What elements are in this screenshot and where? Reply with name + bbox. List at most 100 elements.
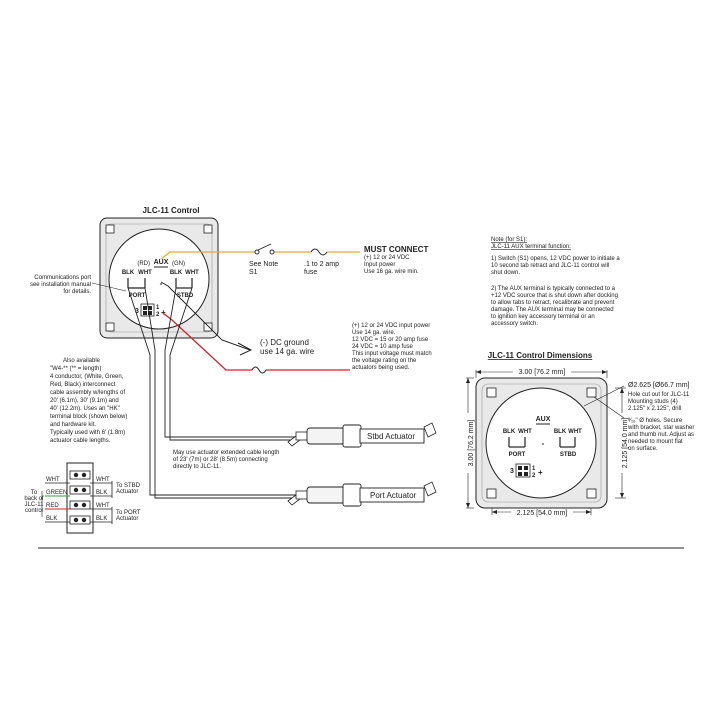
control-title: JLC-11 Control xyxy=(143,206,200,215)
svg-text:BLK: BLK xyxy=(96,490,107,496)
svg-text:4 conductor, (White, Green,: 4 conductor, (White, Green, xyxy=(50,374,124,380)
svg-text:RED: RED xyxy=(46,503,59,509)
power-wire xyxy=(162,312,350,371)
fuse-2-symbol xyxy=(251,366,267,374)
must-connect-title: MUST CONNECT xyxy=(364,245,429,254)
svg-text:12 VDC = 15 or 20 amp fuse: 12 VDC = 15 or 20 amp fuse xyxy=(352,337,429,343)
comm-port-note: Communications port see installation man… xyxy=(30,275,127,295)
dim-width: 3.00 [76.2 mm] xyxy=(519,369,566,376)
svg-text:May use actuator extended cabl: May use actuator extended cable length xyxy=(173,450,279,456)
aux-wire xyxy=(160,251,360,260)
svg-text:actuator cable lengths.: actuator cable lengths. xyxy=(50,438,111,444)
svg-text:1) Switch (S1) opens, 12 VDC p: 1) Switch (S1) opens, 12 VDC power to in… xyxy=(491,256,620,262)
dimension-panel: AUX BLK WHT BLK WHT - PORT STBD 3 1 2 + xyxy=(475,377,608,509)
svg-text:-: - xyxy=(542,439,545,448)
ground-arrow xyxy=(237,342,253,356)
svg-text:for details.: for details. xyxy=(63,289,91,295)
must-connect-line-2: Input power xyxy=(364,262,395,268)
control-panel: AUX (RD) (GN) BLK WHT BLK WHT - PORT STB… xyxy=(99,217,219,339)
dim-inner-height: 2.125 [54.0 mm] xyxy=(622,418,629,469)
mounting-holes xyxy=(105,224,213,332)
dc-ground-line-2: use 14 ga. wire xyxy=(260,347,315,356)
blk-right-label: BLK xyxy=(170,270,183,276)
svg-text:accessory switch.: accessory switch. xyxy=(491,321,538,327)
wht-right-label: WHT xyxy=(185,270,199,276)
svg-text:the voltage rating on the: the voltage rating on the xyxy=(352,358,417,364)
svg-text:1: 1 xyxy=(532,466,536,472)
svg-text:To PORT: To PORT xyxy=(116,510,141,516)
port-actuator-label: Port Actuator xyxy=(370,491,417,500)
fuse-1-label-2: fuse xyxy=(304,269,317,276)
svg-text:JLC-11 AUX terminal function:: JLC-11 AUX terminal function: xyxy=(491,244,571,250)
switch-label-1: See Note xyxy=(249,261,278,268)
svg-text:10 second tab retract and JLC-: 10 second tab retract and JLC-11 control… xyxy=(491,263,609,269)
svg-text:with bracket, star washer: with bracket, star washer xyxy=(627,425,694,431)
svg-text:directly to JLC-11.: directly to JLC-11. xyxy=(173,464,221,470)
dim-hole: Ø2.625 [Ø66.7 mm] xyxy=(628,382,690,389)
svg-text:To: To xyxy=(31,490,38,496)
svg-text:back of: back of xyxy=(24,496,44,502)
svg-text:Also available: Also available xyxy=(63,358,101,364)
svg-text:WHT: WHT xyxy=(518,429,532,435)
svg-text:Communications port: Communications port xyxy=(34,275,91,281)
svg-text:BLK: BLK xyxy=(46,516,57,522)
note-s1: Note (for S1): JLC-11 AUX terminal funct… xyxy=(491,237,620,327)
svg-text:To STBD: To STBD xyxy=(116,483,141,489)
svg-text:2) The AUX terminal is typical: 2) The AUX terminal is typically connect… xyxy=(491,286,616,292)
svg-text:Hole cut out for JLC-11: Hole cut out for JLC-11 xyxy=(628,392,690,398)
svg-text:needed to mount flat: needed to mount flat xyxy=(628,439,683,445)
wht-left-label: WHT xyxy=(138,270,152,276)
plus-terminal: + xyxy=(161,308,166,317)
svg-text:WHT: WHT xyxy=(568,429,582,435)
extended-cable-note: May use actuator extended cable length o… xyxy=(173,450,279,470)
dc-ground-line-1: (-) DC ground xyxy=(260,338,309,347)
svg-text:Red, Black) interconnect: Red, Black) interconnect xyxy=(50,382,116,388)
comm-digit-1: 1 xyxy=(156,305,160,311)
rd-label: (RD) xyxy=(137,261,150,267)
svg-text:2.125" x 2.125", drill: 2.125" x 2.125", drill xyxy=(628,406,681,412)
svg-text:WHT: WHT xyxy=(96,477,110,483)
dc-ground-wire xyxy=(160,281,251,351)
fuse-1-label-1: .1 to 2 amp xyxy=(304,261,339,268)
svg-text:2: 2 xyxy=(532,473,536,479)
svg-text:Note (for S1):: Note (for S1): xyxy=(491,237,527,243)
svg-text:AUX: AUX xyxy=(536,416,551,423)
svg-text:shut down.: shut down. xyxy=(491,270,520,276)
dim-height: 3.00 [76.2 mm] xyxy=(468,420,475,467)
stud-leader xyxy=(593,396,625,419)
svg-text:3: 3 xyxy=(510,468,514,475)
switch-label-2: S1 xyxy=(249,269,258,276)
stbd-actuator: Stbd Actuator xyxy=(287,422,437,448)
svg-text:cable assembly w/lengths of: cable assembly w/lengths of xyxy=(50,390,125,396)
svg-text:BLK: BLK xyxy=(554,429,567,435)
svg-text:Actuator: Actuator xyxy=(116,516,138,522)
svg-text:PORT: PORT xyxy=(509,452,526,458)
dimension-arrows xyxy=(466,370,624,514)
svg-text:BLK: BLK xyxy=(503,429,516,435)
gn-label: (GN) xyxy=(172,261,185,267)
stud-note: ³⁄₁₆" Ø holes. Secure with bracket, star… xyxy=(627,418,694,452)
svg-text:(+) 12 or 24 VDC input power: (+) 12 or 24 VDC input power xyxy=(352,323,430,329)
terminal-pins xyxy=(127,278,193,289)
svg-text:BLK: BLK xyxy=(96,516,107,522)
blk-left-label: BLK xyxy=(122,270,135,276)
svg-text:Typically used with 6' (1.8m): Typically used with 6' (1.8m) xyxy=(50,430,125,436)
port-label: PORT xyxy=(129,293,146,299)
must-connect-line-3: Use 16 ga. wire min. xyxy=(364,269,419,275)
svg-text:STBD: STBD xyxy=(560,452,577,458)
svg-text:20' (6.1m), 30' (9.1m) and: 20' (6.1m), 30' (9.1m) and xyxy=(50,398,119,404)
svg-text:JLC-11: JLC-11 xyxy=(25,502,45,508)
svg-text:+: + xyxy=(538,468,543,477)
svg-text:to ignition key accessory term: to ignition key accessory terminal or an xyxy=(491,314,595,320)
actuator-wires xyxy=(127,287,300,499)
svg-text:damage. The AUX terminal may: damage. The AUX terminal may be connecte… xyxy=(491,307,614,313)
power-note: (+) 12 or 24 VDC input power Use 14 ga. … xyxy=(352,323,432,371)
terminal-block: To back of JLC-11 control WHT GREEN RED … xyxy=(24,462,141,534)
svg-text:on surface.: on surface. xyxy=(628,446,658,452)
hole-leader xyxy=(583,385,625,407)
hole-note: Hole cut out for JLC-11 Mounting studs (… xyxy=(628,392,690,412)
svg-text:terminal block (shown below): terminal block (shown below) xyxy=(50,414,127,420)
comm-digit-2: 2 xyxy=(156,312,160,318)
must-connect-line-1: (+) 12 or 24 VDC xyxy=(364,255,410,261)
